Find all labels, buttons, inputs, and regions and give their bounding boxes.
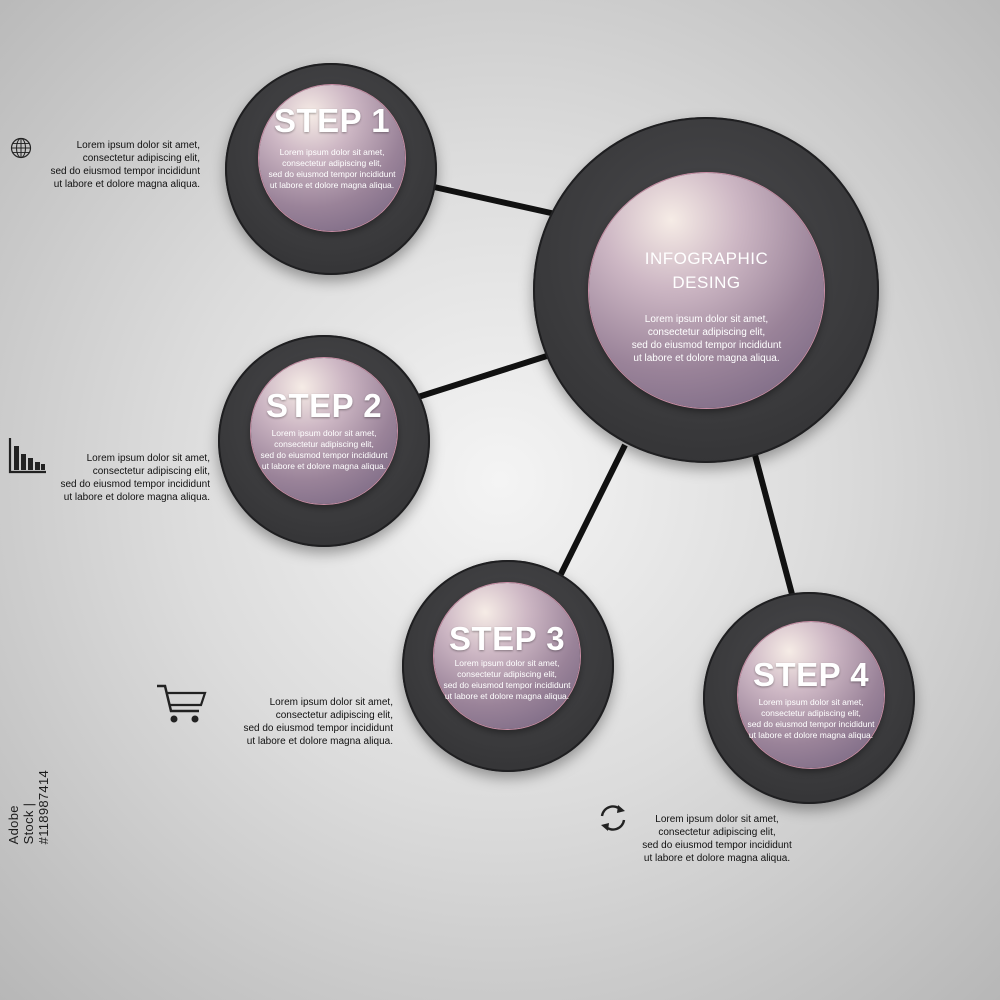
hub-title: INFOGRAPHIC DESING — [589, 247, 824, 295]
step-3-side-line: sed do eiusmod tempor incididunt — [243, 723, 393, 734]
step-1-title: STEP 1 — [273, 102, 391, 139]
step-3-body-line: Lorem ipsum dolor sit amet, — [454, 658, 560, 668]
hub-body-line: consectetur adipiscing elit, — [647, 327, 766, 338]
step-1-side-text: Lorem ipsum dolor sit amet, consectetur … — [32, 139, 200, 191]
step-4-side-line: consectetur adipiscing elit, — [658, 827, 776, 838]
step-3-disc: STEP 3 Lorem ipsum dolor sit amet, conse… — [434, 583, 580, 729]
step-3-side-text: Lorem ipsum dolor sit amet, consectetur … — [205, 696, 393, 748]
step-2-title: STEP 2 — [265, 387, 383, 424]
hub-body-line: Lorem ipsum dolor sit amet, — [644, 314, 769, 325]
step-2-side-line: ut labore et dolore magna aliqua. — [63, 492, 210, 503]
step-4-body-line: Lorem ipsum dolor sit amet, — [758, 697, 864, 707]
hub-body-line: ut labore et dolore magna aliqua. — [633, 353, 780, 364]
step-1-body-line: sed do eiusmod tempor incididunt — [268, 169, 396, 179]
step-4-body-line: consectetur adipiscing elit, — [761, 708, 861, 718]
hub-body: Lorem ipsum dolor sit amet, consectetur … — [589, 313, 824, 365]
globe-icon — [10, 137, 32, 164]
step-4-body: Lorem ipsum dolor sit amet, consectetur … — [738, 697, 884, 741]
step-1-side-line: consectetur adipiscing elit, — [82, 153, 200, 164]
connector-step-3 — [555, 443, 628, 582]
step-4-title: STEP 4 — [752, 656, 870, 693]
step-3-side-line: consectetur adipiscing elit, — [275, 710, 393, 721]
step-1-side-line: Lorem ipsum dolor sit amet, — [76, 140, 200, 151]
step-2-side-text: Lorem ipsum dolor sit amet, consectetur … — [40, 452, 210, 504]
step-3-body-line: consectetur adipiscing elit, — [457, 669, 557, 679]
step-2-body: Lorem ipsum dolor sit amet, consectetur … — [251, 428, 397, 472]
step-1-body-line: consectetur adipiscing elit, — [282, 158, 382, 168]
connector-step-2 — [417, 352, 551, 400]
step-2-side-line: consectetur adipiscing elit, — [92, 466, 210, 477]
step-2-body-line: sed do eiusmod tempor incididunt — [260, 450, 388, 460]
step-3-body: Lorem ipsum dolor sit amet, consectetur … — [434, 658, 580, 702]
step-1-disc: STEP 1 Lorem ipsum dolor sit amet, conse… — [259, 85, 405, 231]
refresh-icon — [597, 802, 629, 839]
step-4-side-text: Lorem ipsum dolor sit amet, consectetur … — [612, 813, 822, 865]
hub-title-line-1: INFOGRAPHIC — [644, 249, 769, 268]
hub-title-line-2: DESING — [672, 273, 741, 292]
step-4-side-line: Lorem ipsum dolor sit amet, — [655, 814, 779, 825]
step-4-body-line: sed do eiusmod tempor incididunt — [747, 719, 875, 729]
step-1-body-line: Lorem ipsum dolor sit amet, — [279, 147, 385, 157]
hub-body-line: sed do eiusmod tempor incididunt — [631, 340, 782, 351]
step-2-body-line: consectetur adipiscing elit, — [274, 439, 374, 449]
step-3-side-line: ut labore et dolore magna aliqua. — [246, 736, 393, 747]
step-2-body-line: ut labore et dolore magna aliqua. — [261, 461, 387, 471]
step-3-body-line: sed do eiusmod tempor incididunt — [443, 680, 571, 690]
bar-chart-icon — [8, 436, 48, 479]
stock-watermark: Adobe Stock | #118987414 — [6, 769, 51, 845]
connector-step-4 — [752, 454, 796, 599]
step-3-title: STEP 3 — [448, 620, 566, 657]
step-1-body-line: ut labore et dolore magna aliqua. — [269, 180, 395, 190]
step-2-disc: STEP 2 Lorem ipsum dolor sit amet, conse… — [251, 358, 397, 504]
step-2-side-line: sed do eiusmod tempor incididunt — [60, 479, 210, 490]
step-4-body-line: ut labore et dolore magna aliqua. — [748, 730, 874, 740]
step-1-side-line: ut labore et dolore magna aliqua. — [53, 179, 200, 190]
step-4-side-line: sed do eiusmod tempor incididunt — [642, 840, 792, 851]
shopping-cart-icon — [155, 683, 207, 730]
step-2-body-line: Lorem ipsum dolor sit amet, — [271, 428, 377, 438]
step-1-body: Lorem ipsum dolor sit amet, consectetur … — [259, 147, 405, 191]
step-3-side-line: Lorem ipsum dolor sit amet, — [269, 697, 393, 708]
step-4-disc: STEP 4 Lorem ipsum dolor sit amet, conse… — [738, 622, 884, 768]
step-4-side-line: ut labore et dolore magna aliqua. — [643, 853, 791, 864]
step-2-side-line: Lorem ipsum dolor sit amet, — [86, 453, 210, 464]
connector-step-1 — [424, 182, 561, 218]
step-1-side-line: sed do eiusmod tempor incididunt — [50, 166, 200, 177]
step-3-body-line: ut labore et dolore magna aliqua. — [444, 691, 570, 701]
hub-disc: INFOGRAPHIC DESING Lorem ipsum dolor sit… — [589, 173, 824, 408]
